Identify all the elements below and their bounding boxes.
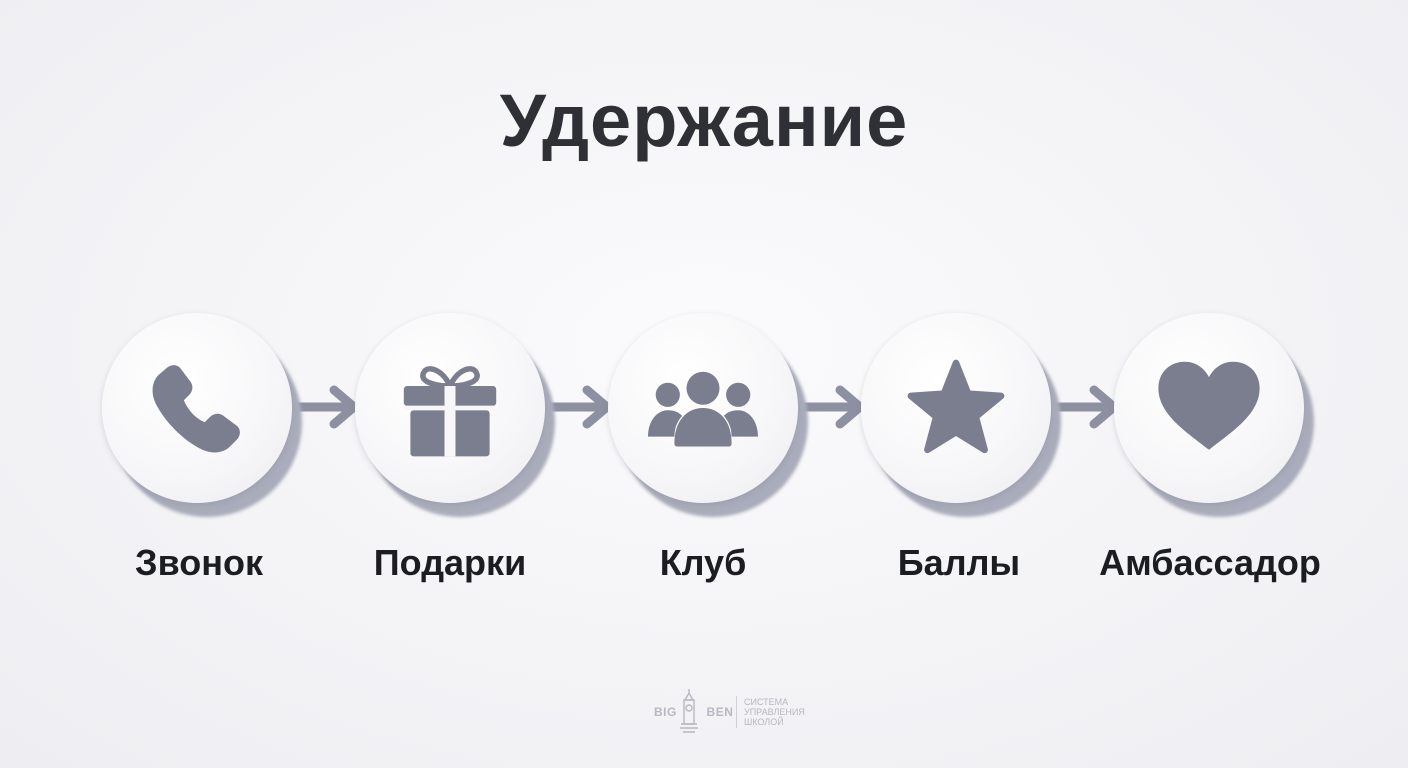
- users-group-icon: [648, 371, 758, 447]
- arrow-right-icon: [1052, 385, 1119, 429]
- star-icon: [907, 359, 1005, 454]
- arrow-right-icon: [292, 385, 359, 429]
- logo-brand-left: BIG: [654, 705, 677, 719]
- step-ambassador: [1114, 313, 1314, 517]
- gift-icon: [403, 366, 497, 457]
- clock-tower-icon: [680, 689, 698, 733]
- step-label-club: Клуб: [659, 542, 747, 583]
- step-label-points: Баллы: [897, 542, 1021, 583]
- phone-icon: [152, 365, 240, 453]
- step-points: [861, 313, 1061, 517]
- arrow-right-icon: [798, 385, 865, 429]
- step-club: [608, 313, 808, 517]
- heart-icon: [1158, 361, 1260, 450]
- page-title: Удержание: [499, 79, 909, 162]
- logo-tagline: СИСТЕМА УПРАВЛЕНИЯ ШКОЛОЙ: [744, 697, 805, 727]
- logo-brand-right: BEN: [706, 705, 734, 719]
- brand-logo: BIG BEN СИСТЕМА УПРАВЛЕНИЯ ШКОЛОЙ: [652, 688, 812, 736]
- logo-divider: [736, 696, 737, 728]
- step-gifts: [355, 313, 555, 517]
- arrow-right-icon: [545, 385, 612, 429]
- step-label-gifts: Подарки: [373, 542, 527, 583]
- step-call: [102, 313, 302, 517]
- step-label-call: Звонок: [135, 542, 263, 583]
- step-label-ambassador: Амбассадор: [1099, 542, 1321, 583]
